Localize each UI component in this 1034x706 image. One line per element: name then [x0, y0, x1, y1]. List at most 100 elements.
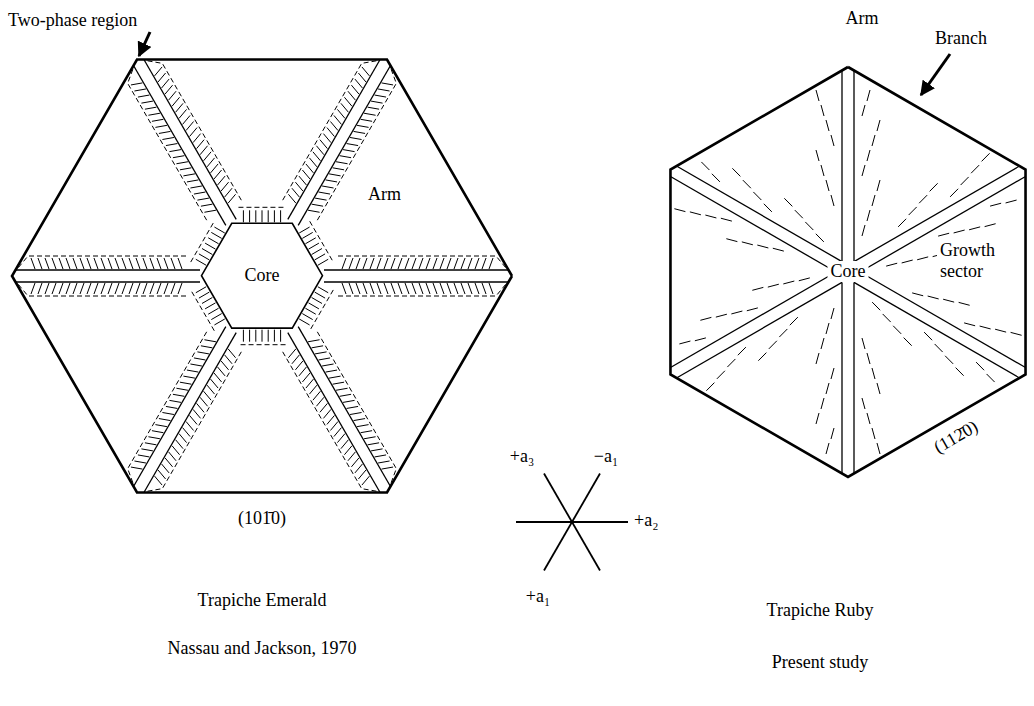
- two-phase-hatch: [302, 170, 310, 179]
- branch-stroke: [700, 317, 711, 320]
- region-label: Core: [245, 265, 280, 286]
- branch-stroke: [980, 326, 991, 329]
- two-phase-boundary: [238, 207, 285, 208]
- two-phase-hatch: [333, 382, 345, 384]
- two-phase-hatch: [171, 258, 175, 269]
- two-phase-hatch: [292, 355, 300, 364]
- two-phase-hatch: [358, 73, 366, 82]
- two-phase-hatch: [176, 162, 188, 164]
- two-phase-hatch: [334, 428, 342, 437]
- two-phase-hatch: [426, 258, 430, 269]
- two-phase-hatch: [169, 400, 181, 402]
- two-phase-hatch: [166, 144, 178, 146]
- arm-boundary: [324, 281, 508, 282]
- branch-stroke: [717, 371, 725, 379]
- two-phase-hatch: [207, 385, 215, 394]
- two-phase-hatch: [337, 434, 345, 443]
- branch-stroke: [679, 341, 690, 344]
- core-hatch: [202, 297, 212, 303]
- two-phase-hatch: [214, 170, 222, 179]
- two-phase-hatch: [162, 412, 174, 414]
- two-phase-hatch: [461, 258, 465, 269]
- two-phase-hatch: [204, 210, 216, 212]
- two-phase-hatch: [468, 283, 472, 294]
- arm-boundary: [288, 60, 380, 219]
- two-phase-hatch: [326, 370, 338, 372]
- branch-stroke: [919, 195, 927, 203]
- two-phase-hatch: [398, 283, 402, 294]
- two-phase-hatch: [306, 379, 314, 388]
- core-hatch: [280, 210, 281, 222]
- axis-line: [544, 474, 600, 571]
- branch-stroke: [826, 323, 829, 334]
- branch-stroke: [816, 413, 819, 424]
- branch-stroke: [799, 278, 810, 281]
- arm-boundary: [134, 327, 226, 486]
- core-hatch: [274, 210, 275, 222]
- branch-stroke: [867, 353, 870, 364]
- two-phase-hatch: [454, 258, 458, 269]
- two-phase-hatch: [333, 168, 345, 170]
- two-phase-hatch: [136, 258, 140, 269]
- two-phase-hatch: [186, 122, 194, 131]
- branch-stroke: [935, 344, 943, 352]
- branch-stroke: [731, 311, 742, 314]
- branch-stroke: [805, 222, 813, 230]
- two-phase-hatch: [330, 122, 338, 131]
- two-phase-hatch: [412, 283, 416, 294]
- arm-boundary: [841, 71, 842, 262]
- two-phase-hatch: [426, 283, 430, 294]
- two-phase-hatch: [152, 119, 164, 121]
- branch-stroke: [969, 227, 980, 230]
- two-phase-boundary: [283, 61, 377, 200]
- two-phase-hatch: [115, 258, 119, 269]
- branch-stroke: [990, 203, 1001, 206]
- core-hatch: [211, 314, 221, 320]
- branch-stroke: [872, 428, 875, 439]
- two-phase-hatch: [329, 376, 341, 378]
- branch-stroke: [995, 329, 1006, 332]
- two-phase-hatch: [348, 91, 356, 100]
- two-phase-hatch: [52, 258, 56, 269]
- two-phase-hatch: [31, 283, 35, 294]
- two-phase-hatch: [377, 258, 381, 269]
- branch-stroke: [752, 287, 763, 290]
- two-phase-hatch: [186, 422, 194, 431]
- branch-stroke: [959, 302, 970, 305]
- branch-stroke: [816, 353, 819, 364]
- core-hatch: [249, 210, 250, 222]
- region-label: Two-phase region: [8, 10, 137, 31]
- core-hatch: [309, 303, 319, 309]
- core-hatch: [268, 210, 269, 222]
- two-phase-hatch: [342, 258, 346, 269]
- branch-stroke: [821, 105, 824, 116]
- branch-stroke: [877, 383, 880, 394]
- branch-stroke: [964, 323, 975, 326]
- core-hatch: [243, 330, 244, 342]
- two-phase-hatch: [176, 440, 184, 449]
- branch-stroke: [862, 165, 865, 176]
- arm-boundary: [288, 333, 380, 492]
- branch-stroke: [705, 215, 716, 218]
- two-phase-hatch: [326, 180, 338, 182]
- core-hatch: [205, 303, 215, 309]
- branch-stroke: [902, 260, 913, 263]
- branch-stroke: [954, 230, 965, 233]
- two-phase-hatch: [361, 431, 373, 433]
- two-phase-hatch: [122, 258, 126, 269]
- two-phase-hatch: [180, 168, 192, 170]
- two-phase-hatch: [378, 89, 390, 91]
- two-phase-hatch: [204, 152, 212, 161]
- axis-label: +a₁: [526, 586, 550, 607]
- branch-stroke: [971, 165, 979, 173]
- branch-stroke: [783, 281, 794, 284]
- two-phase-boundary: [191, 221, 215, 262]
- two-phase-hatch: [190, 364, 202, 366]
- two-phase-hatch: [461, 283, 465, 294]
- two-phase-hatch: [221, 361, 229, 370]
- two-phase-hatch: [482, 258, 486, 269]
- branch-stroke: [877, 180, 880, 191]
- two-phase-hatch: [341, 103, 349, 112]
- branch-stroke: [826, 120, 829, 131]
